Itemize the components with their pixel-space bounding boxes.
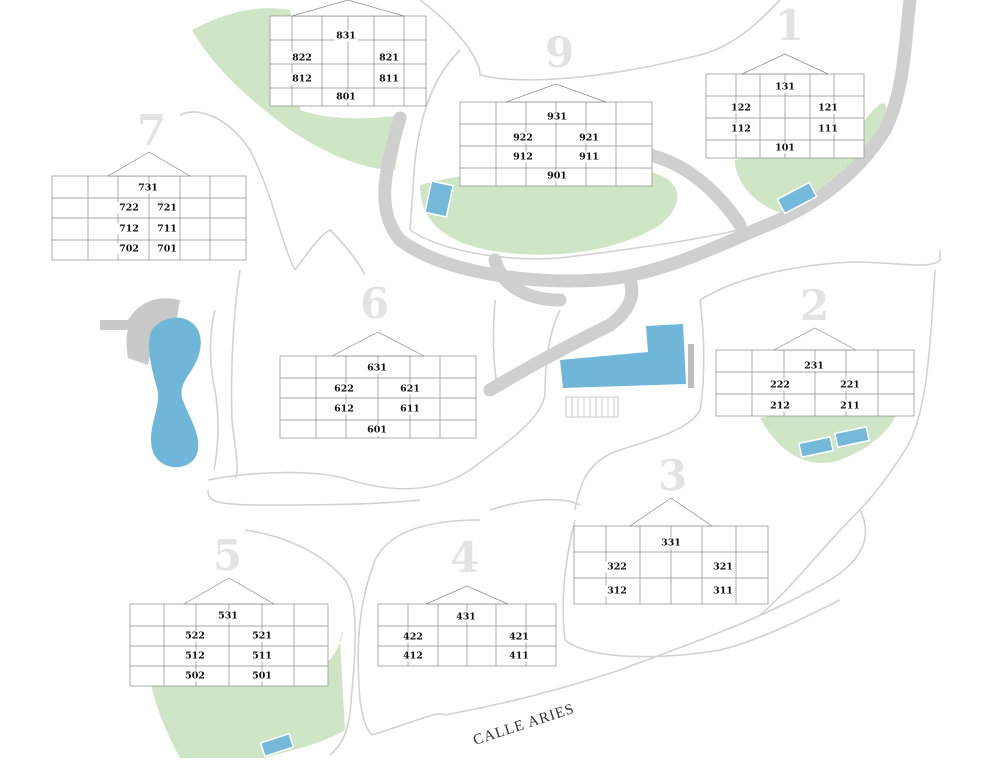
building-5-number: 5 bbox=[213, 531, 242, 580]
unit-622[interactable]: 622 bbox=[332, 383, 356, 395]
building-3-number: 3 bbox=[658, 451, 687, 500]
unit-211[interactable]: 211 bbox=[838, 400, 862, 412]
unit-922[interactable]: 922 bbox=[511, 132, 535, 144]
unit-911[interactable]: 911 bbox=[577, 151, 601, 163]
unit-821[interactable]: 821 bbox=[377, 52, 401, 64]
building-7: 731 722 721 712 711 702 701 bbox=[48, 150, 250, 262]
unit-412[interactable]: 412 bbox=[401, 650, 425, 662]
unit-511[interactable]: 511 bbox=[250, 650, 274, 662]
unit-512[interactable]: 512 bbox=[183, 650, 207, 662]
pool-wall bbox=[688, 344, 694, 388]
lake bbox=[149, 317, 201, 468]
building-7-facade bbox=[51, 151, 247, 261]
unit-521[interactable]: 521 bbox=[250, 630, 274, 642]
unit-812[interactable]: 812 bbox=[290, 73, 314, 85]
green-area-9 bbox=[420, 168, 678, 255]
building-1: 131 122 121 112 111 101 bbox=[702, 52, 868, 160]
unit-222[interactable]: 222 bbox=[768, 379, 792, 391]
building-2: 231 222 221 212 211 bbox=[712, 326, 918, 418]
building-8: 831 822 821 812 811 801 bbox=[262, 0, 434, 108]
street-name: CALLE ARIES bbox=[471, 701, 576, 749]
unit-421[interactable]: 421 bbox=[507, 631, 531, 643]
building-3-facade bbox=[573, 497, 769, 605]
green-area-5 bbox=[150, 631, 345, 758]
unit-611[interactable]: 611 bbox=[398, 403, 422, 415]
unit-312[interactable]: 312 bbox=[605, 585, 629, 597]
unit-621[interactable]: 621 bbox=[398, 383, 422, 395]
green-area-1 bbox=[735, 103, 887, 215]
unit-711[interactable]: 711 bbox=[155, 223, 179, 235]
building-9-number: 9 bbox=[545, 28, 574, 77]
unit-731[interactable]: 731 bbox=[136, 182, 160, 194]
unit-221[interactable]: 221 bbox=[838, 379, 862, 391]
unit-801[interactable]: 801 bbox=[334, 91, 358, 103]
unit-212[interactable]: 212 bbox=[768, 400, 792, 412]
sun-loungers bbox=[565, 396, 619, 418]
roundabout bbox=[100, 298, 180, 365]
building-2-number: 2 bbox=[800, 281, 829, 330]
building-6: 631 622 621 612 611 601 bbox=[276, 328, 480, 440]
building-4: 431 422 421 412 411 bbox=[374, 584, 560, 668]
road-center bbox=[488, 253, 567, 307]
unit-502[interactable]: 502 bbox=[183, 670, 207, 682]
unit-912[interactable]: 912 bbox=[511, 151, 535, 163]
unit-422[interactable]: 422 bbox=[401, 631, 425, 643]
unit-612[interactable]: 612 bbox=[332, 403, 356, 415]
building-6-facade bbox=[279, 331, 477, 439]
unit-921[interactable]: 921 bbox=[577, 132, 601, 144]
unit-111[interactable]: 111 bbox=[816, 123, 840, 135]
unit-112[interactable]: 112 bbox=[729, 123, 753, 135]
unit-331[interactable]: 331 bbox=[659, 537, 683, 549]
unit-722[interactable]: 722 bbox=[117, 202, 141, 214]
building-1-number: 1 bbox=[775, 1, 804, 50]
central-pool bbox=[560, 324, 686, 388]
pool-5 bbox=[259, 732, 295, 758]
unit-701[interactable]: 701 bbox=[155, 243, 179, 255]
unit-311[interactable]: 311 bbox=[711, 585, 735, 597]
unit-712[interactable]: 712 bbox=[117, 223, 141, 235]
unit-322[interactable]: 322 bbox=[605, 561, 629, 573]
building-3: 331 322 321 312 311 bbox=[570, 496, 772, 606]
building-5-facade bbox=[129, 577, 329, 687]
unit-702[interactable]: 702 bbox=[117, 243, 141, 255]
pool-2b bbox=[834, 425, 870, 449]
unit-101[interactable]: 101 bbox=[773, 142, 797, 154]
unit-631[interactable]: 631 bbox=[365, 362, 389, 374]
road-upper bbox=[378, 0, 917, 288]
unit-822[interactable]: 822 bbox=[290, 52, 314, 64]
unit-321[interactable]: 321 bbox=[711, 561, 735, 573]
unit-522[interactable]: 522 bbox=[183, 630, 207, 642]
road-branch-1 bbox=[643, 148, 747, 232]
pool-1 bbox=[776, 181, 818, 215]
unit-231[interactable]: 231 bbox=[802, 360, 826, 372]
building-9: 931 922 921 912 911 901 bbox=[456, 80, 656, 188]
unit-131[interactable]: 131 bbox=[773, 81, 797, 93]
unit-721[interactable]: 721 bbox=[155, 202, 179, 214]
unit-931[interactable]: 931 bbox=[545, 111, 569, 123]
unit-121[interactable]: 121 bbox=[816, 102, 840, 114]
unit-811[interactable]: 811 bbox=[377, 73, 401, 85]
unit-431[interactable]: 431 bbox=[454, 611, 478, 623]
pool-9 bbox=[424, 180, 454, 218]
unit-501[interactable]: 501 bbox=[250, 670, 274, 682]
unit-901[interactable]: 901 bbox=[545, 170, 569, 182]
unit-411[interactable]: 411 bbox=[507, 650, 531, 662]
unit-831[interactable]: 831 bbox=[334, 30, 358, 42]
unit-531[interactable]: 531 bbox=[216, 610, 240, 622]
unit-601[interactable]: 601 bbox=[365, 424, 389, 436]
building-4-number: 4 bbox=[450, 533, 479, 582]
building-7-number: 7 bbox=[137, 106, 166, 155]
unit-122[interactable]: 122 bbox=[729, 102, 753, 114]
building-6-number: 6 bbox=[360, 279, 389, 328]
building-2-facade bbox=[715, 327, 915, 417]
pool-2a bbox=[798, 435, 834, 459]
road-to-6 bbox=[483, 273, 639, 397]
building-5: 531 522 521 512 511 502 501 bbox=[126, 576, 332, 688]
